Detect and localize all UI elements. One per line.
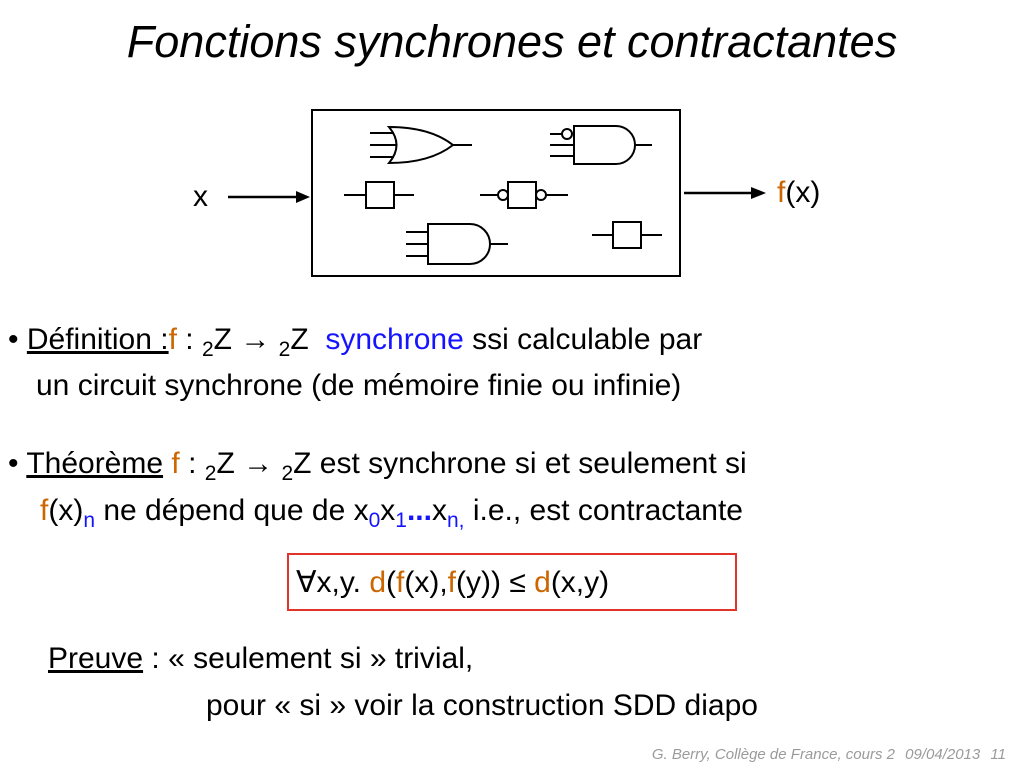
var-x: x <box>380 494 396 527</box>
circuit-svg <box>228 125 766 265</box>
proof-line-1: Preuve : « seulement si » trivial, <box>48 641 473 677</box>
definition-line-2: un circuit synchrone (de mémoire finie o… <box>36 369 682 402</box>
proof-text: : « seulement si » trivial, <box>143 642 474 675</box>
arg: (y)) ≤ <box>456 566 535 599</box>
definition-heading: Définition : <box>26 323 169 356</box>
register-icon <box>592 221 662 249</box>
bullet: • <box>8 323 19 356</box>
subscript: 2 <box>281 462 294 485</box>
slide-title: Fonctions synchrones et contractantes <box>126 16 898 67</box>
function-f: f <box>447 566 457 599</box>
output-arg: (x) <box>785 176 821 209</box>
definition-text: ssi calculable par <box>463 323 703 356</box>
formula-box <box>287 553 737 611</box>
subscript-n: n <box>83 509 96 532</box>
footer-date: 09/04/2013 <box>905 746 981 763</box>
input-label: x <box>193 180 208 213</box>
set-z: Z <box>293 447 312 480</box>
function-f: f <box>396 566 405 599</box>
function-f: f <box>40 494 49 527</box>
arg-x: (x) <box>48 494 84 527</box>
and-gate-inverted-input-icon <box>550 125 652 165</box>
footer-credit: G. Berry, Collège de France, cours 2 <box>651 746 895 763</box>
set-z: Z <box>290 323 309 356</box>
arrow: → <box>231 323 279 356</box>
subscript-n: n, <box>446 509 465 532</box>
theorem-line-2: f(x)n ne dépend que de x0x1...xn, i.e., … <box>40 493 743 539</box>
theorem-heading: Théorème <box>26 447 164 480</box>
and-gate-icon <box>406 223 508 265</box>
output-f: f <box>777 176 786 209</box>
input-arrow <box>228 191 310 203</box>
paren: ( <box>386 566 396 599</box>
definition-line-1: • Définition :f : 2Z → 2Z synchrone ssi … <box>8 322 702 368</box>
subscript-1: 1 <box>395 509 407 532</box>
distance-d: d <box>369 566 386 599</box>
subscript: 2 <box>201 338 214 361</box>
subscript: 2 <box>278 338 291 361</box>
subscript: 2 <box>204 462 217 485</box>
register-icon <box>344 181 414 209</box>
var-x: x <box>431 494 447 527</box>
proof-line-2: pour « si » voir la construction SDD dia… <box>206 689 758 722</box>
arg: (x), <box>404 566 448 599</box>
function-f: f <box>168 323 177 356</box>
synchrone-keyword: synchrone <box>325 323 464 356</box>
register-inverted-icon <box>480 181 568 209</box>
theorem-line-1: • Théorème f : 2Z → 2Z est synchrone si … <box>8 446 747 492</box>
contraction-formula: ∀x,y. d(f(x),f(y)) ≤ d(x,y) <box>296 566 609 600</box>
forall: ∀x,y. <box>296 566 370 599</box>
arg: (x,y) <box>550 566 610 599</box>
bullet: • <box>8 447 19 480</box>
slide-footer: G. Berry, Collège de France, cours 2 09/… <box>646 746 1006 763</box>
theorem-text: i.e., est contractante <box>464 494 743 527</box>
colon: : <box>179 447 205 480</box>
circuit-box <box>311 109 681 277</box>
subscript-0: 0 <box>368 509 381 532</box>
output-arrow <box>684 187 766 199</box>
output-label: f(x) <box>777 176 820 210</box>
theorem-text: est synchrone si et seulement si <box>311 447 747 480</box>
set-z: Z <box>216 447 235 480</box>
page-number: 11 <box>990 746 1006 763</box>
or-gate-icon <box>370 125 472 165</box>
function-f: f <box>171 447 180 480</box>
arrow: → <box>234 447 282 480</box>
theorem-text: ne dépend que de x <box>95 494 369 527</box>
colon: : <box>176 323 202 356</box>
ellipsis: ... <box>406 494 432 527</box>
distance-d: d <box>534 566 551 599</box>
set-z: Z <box>213 323 232 356</box>
proof-heading: Preuve <box>48 642 144 675</box>
